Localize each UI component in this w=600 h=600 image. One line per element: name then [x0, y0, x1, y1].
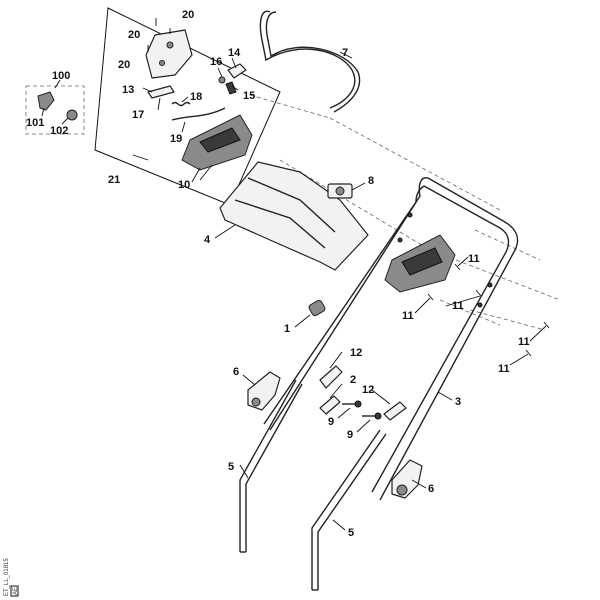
- callout-3: 3: [455, 396, 461, 408]
- grass-catcher-cover: [219, 161, 369, 271]
- callout-18: 18: [190, 91, 202, 103]
- callout-11d: 11: [518, 336, 530, 348]
- callout-10: 10: [178, 179, 190, 191]
- key-inset: [25, 85, 85, 135]
- callout-14: 14: [228, 47, 241, 59]
- warning-label-symbol: [335, 186, 345, 196]
- handle-right-inner: [371, 185, 510, 493]
- switch-box-detail: [199, 127, 241, 153]
- reference-code-text: ET_LL_01815: [4, 558, 10, 596]
- callout-11e: 11: [498, 363, 510, 375]
- main-handle-frame: [263, 177, 519, 501]
- callout-13: 13: [122, 84, 134, 96]
- handle-bracket-clip: [319, 395, 341, 415]
- callout-11c: 11: [402, 310, 414, 322]
- callout-6b: 6: [428, 483, 434, 495]
- callout-20c: 20: [118, 59, 130, 71]
- callout-16: 16: [210, 56, 222, 68]
- callout-5a: 5: [228, 461, 234, 473]
- pin: [218, 76, 226, 84]
- callout-5b: 5: [348, 527, 354, 539]
- clamp-lever-pivot: [251, 397, 261, 407]
- callout-20a: 20: [128, 29, 140, 41]
- callout-17: 17: [132, 109, 144, 121]
- handle-left-inner: [263, 185, 425, 425]
- screws-11: [427, 263, 550, 357]
- handle-bracket: [319, 365, 343, 389]
- bolt-head: [354, 400, 362, 408]
- callout-11a: 11: [468, 253, 480, 265]
- upper-handlebar-inner: [265, 11, 361, 113]
- control-unit-inset: [94, 7, 281, 206]
- callout-7: 7: [342, 47, 348, 59]
- bracket: [227, 63, 247, 79]
- handle-left-outer: [269, 177, 429, 431]
- callout-20b: 20: [182, 9, 194, 21]
- lower-handle-tubes: [239, 379, 387, 591]
- callout-15: 15: [243, 90, 255, 102]
- callout-8: 8: [368, 175, 374, 187]
- callout-12a: 12: [350, 347, 362, 359]
- lower-tube-right-inner: [317, 433, 387, 590]
- key: [37, 91, 55, 111]
- plate-hole: [166, 41, 174, 49]
- clip: [225, 81, 237, 95]
- reference-sub-box: [10, 585, 19, 597]
- plate-hole: [159, 60, 165, 66]
- callout-1: 1: [284, 323, 290, 335]
- callout-4: 4: [204, 234, 211, 246]
- cable: [171, 107, 226, 121]
- lower-tube-left-outer: [239, 379, 297, 552]
- callout-101: 101: [26, 117, 44, 129]
- clamp-lever-right: [391, 459, 423, 499]
- clamp-lever-pivot: [396, 484, 408, 496]
- callout-102: 102: [50, 125, 68, 137]
- callout-2: 2: [350, 374, 356, 386]
- frame-hole: [397, 237, 403, 243]
- reference-code: ET_LL_01815 AE: [4, 558, 19, 597]
- callout-9b: 9: [347, 429, 353, 441]
- key-inset-outline: [25, 85, 85, 135]
- callout-6a: 6: [233, 366, 239, 378]
- spring: [171, 101, 191, 107]
- cover-plate: [145, 29, 193, 79]
- callout-9a: 9: [328, 416, 334, 428]
- callout-11b: 11: [452, 300, 464, 312]
- cover-ridge: [234, 199, 326, 249]
- mounted-switch-box-detail: [401, 247, 443, 276]
- lower-tube-left-inner: [245, 383, 303, 552]
- callout-19: 19: [170, 133, 182, 145]
- reference-sub-text: AE: [13, 587, 19, 595]
- lower-tube-right-outer: [311, 429, 381, 590]
- callout-leaders: [41, 51, 547, 531]
- upper-handlebar-outer: [259, 10, 356, 109]
- frame-hole: [407, 212, 413, 218]
- lever: [147, 85, 175, 99]
- knob: [66, 109, 78, 121]
- handle-right-outer: [379, 177, 519, 501]
- cover-ridge: [247, 177, 336, 233]
- callout-100: 100: [52, 70, 70, 82]
- adjustment-knob: [308, 299, 326, 317]
- callout-21: 21: [108, 174, 120, 186]
- frame-hole: [477, 302, 483, 308]
- handle-bracket: [383, 401, 407, 421]
- callout-labels: 1 2 3 4 5 5 6 6 7 8 9 9 10 11 11 11 11 1…: [26, 9, 530, 539]
- frame-hole: [487, 282, 493, 288]
- callout-12b: 12: [362, 384, 374, 396]
- bolt-head: [374, 412, 382, 420]
